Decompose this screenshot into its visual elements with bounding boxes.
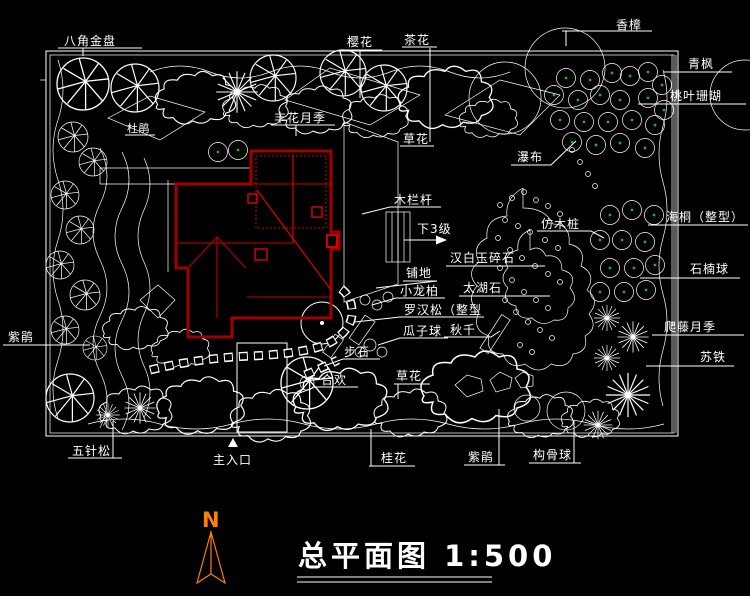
label-fangmuzhuang: 仿木桩 [541, 216, 580, 231]
label-xiangzhang: 香樟 [616, 17, 642, 32]
label-guaziqiu: 瓜子球 [403, 324, 442, 338]
dot-tree-clusters [208, 62, 674, 302]
north-arrow: N [196, 508, 226, 585]
building-roof [99, 149, 341, 339]
perimeter-hedge [52, 55, 677, 433]
label-taihushi: 太湖石 [463, 280, 502, 295]
label-zhurukou: 主入口 [213, 453, 252, 467]
label-bajiao-jinpan: 八角金盘 [64, 33, 116, 48]
label-dujuan: 杜鹃 [127, 121, 150, 135]
label-qingfeng: 青枫 [688, 56, 714, 71]
label-pubu: 瀑布 [517, 150, 543, 164]
label-xiaolongbai: 小龙柏 [400, 283, 439, 298]
label-zijuan-bottom: 紫鹃 [468, 449, 494, 464]
wood-deck [343, 121, 411, 303]
label-shinanqiu: 石楠球 [690, 261, 729, 276]
label-xia3ji: 下3级 [417, 222, 452, 236]
label-mulangan: 木栏杆 [394, 192, 433, 207]
label-gouguqiu: 构骨球 [533, 447, 572, 462]
label-bushi: 步石 [344, 345, 370, 359]
site-border [40, 50, 679, 437]
label-pudi: 铺地 [406, 266, 432, 280]
rockery-waterfall [454, 147, 598, 398]
title-text: 总平面图 1:500 [298, 539, 556, 573]
north-label: N [202, 508, 220, 532]
drawing-title: 总平面图 1:500 [297, 539, 556, 583]
label-taoye-shanhu: 桃叶珊瑚 [670, 88, 722, 103]
label-zijuan-left: 紫鹃 [8, 329, 34, 344]
label-fenghua-yueji: 丰花月季 [274, 110, 326, 125]
north-arrow-icon [196, 529, 226, 585]
label-luohansong: 罗汉松（整型 [404, 302, 482, 317]
holly-balls [513, 391, 586, 431]
steps-arrow [404, 235, 447, 245]
label-guihua: 桂花 [381, 450, 407, 465]
label-chahua: 茶花 [404, 32, 430, 47]
label-patengyueji: 爬藤月季 [664, 320, 716, 334]
swing [479, 314, 511, 354]
label-yinghua: 樱花 [347, 34, 373, 49]
label-haitong: 海桐（整型） [666, 209, 744, 224]
tree-canopies [45, 27, 750, 423]
label-leaders [3, 30, 748, 467]
hatched-beds [107, 67, 561, 359]
label-qiuqian: 秋千 [450, 323, 476, 337]
entrance-plaza [236, 342, 288, 433]
label-caohua-bottom: 草花 [396, 368, 422, 383]
label-hehuan: 合欢 [321, 372, 347, 387]
label-sutie: 苏铁 [700, 350, 726, 364]
label-hanbaiyu-suishi: 汉白玉碎石 [450, 250, 515, 265]
entrance-arrow-marker [228, 438, 238, 447]
label-caohua-top: 草花 [403, 131, 429, 146]
label-wuzhensong: 五针松 [72, 443, 111, 458]
